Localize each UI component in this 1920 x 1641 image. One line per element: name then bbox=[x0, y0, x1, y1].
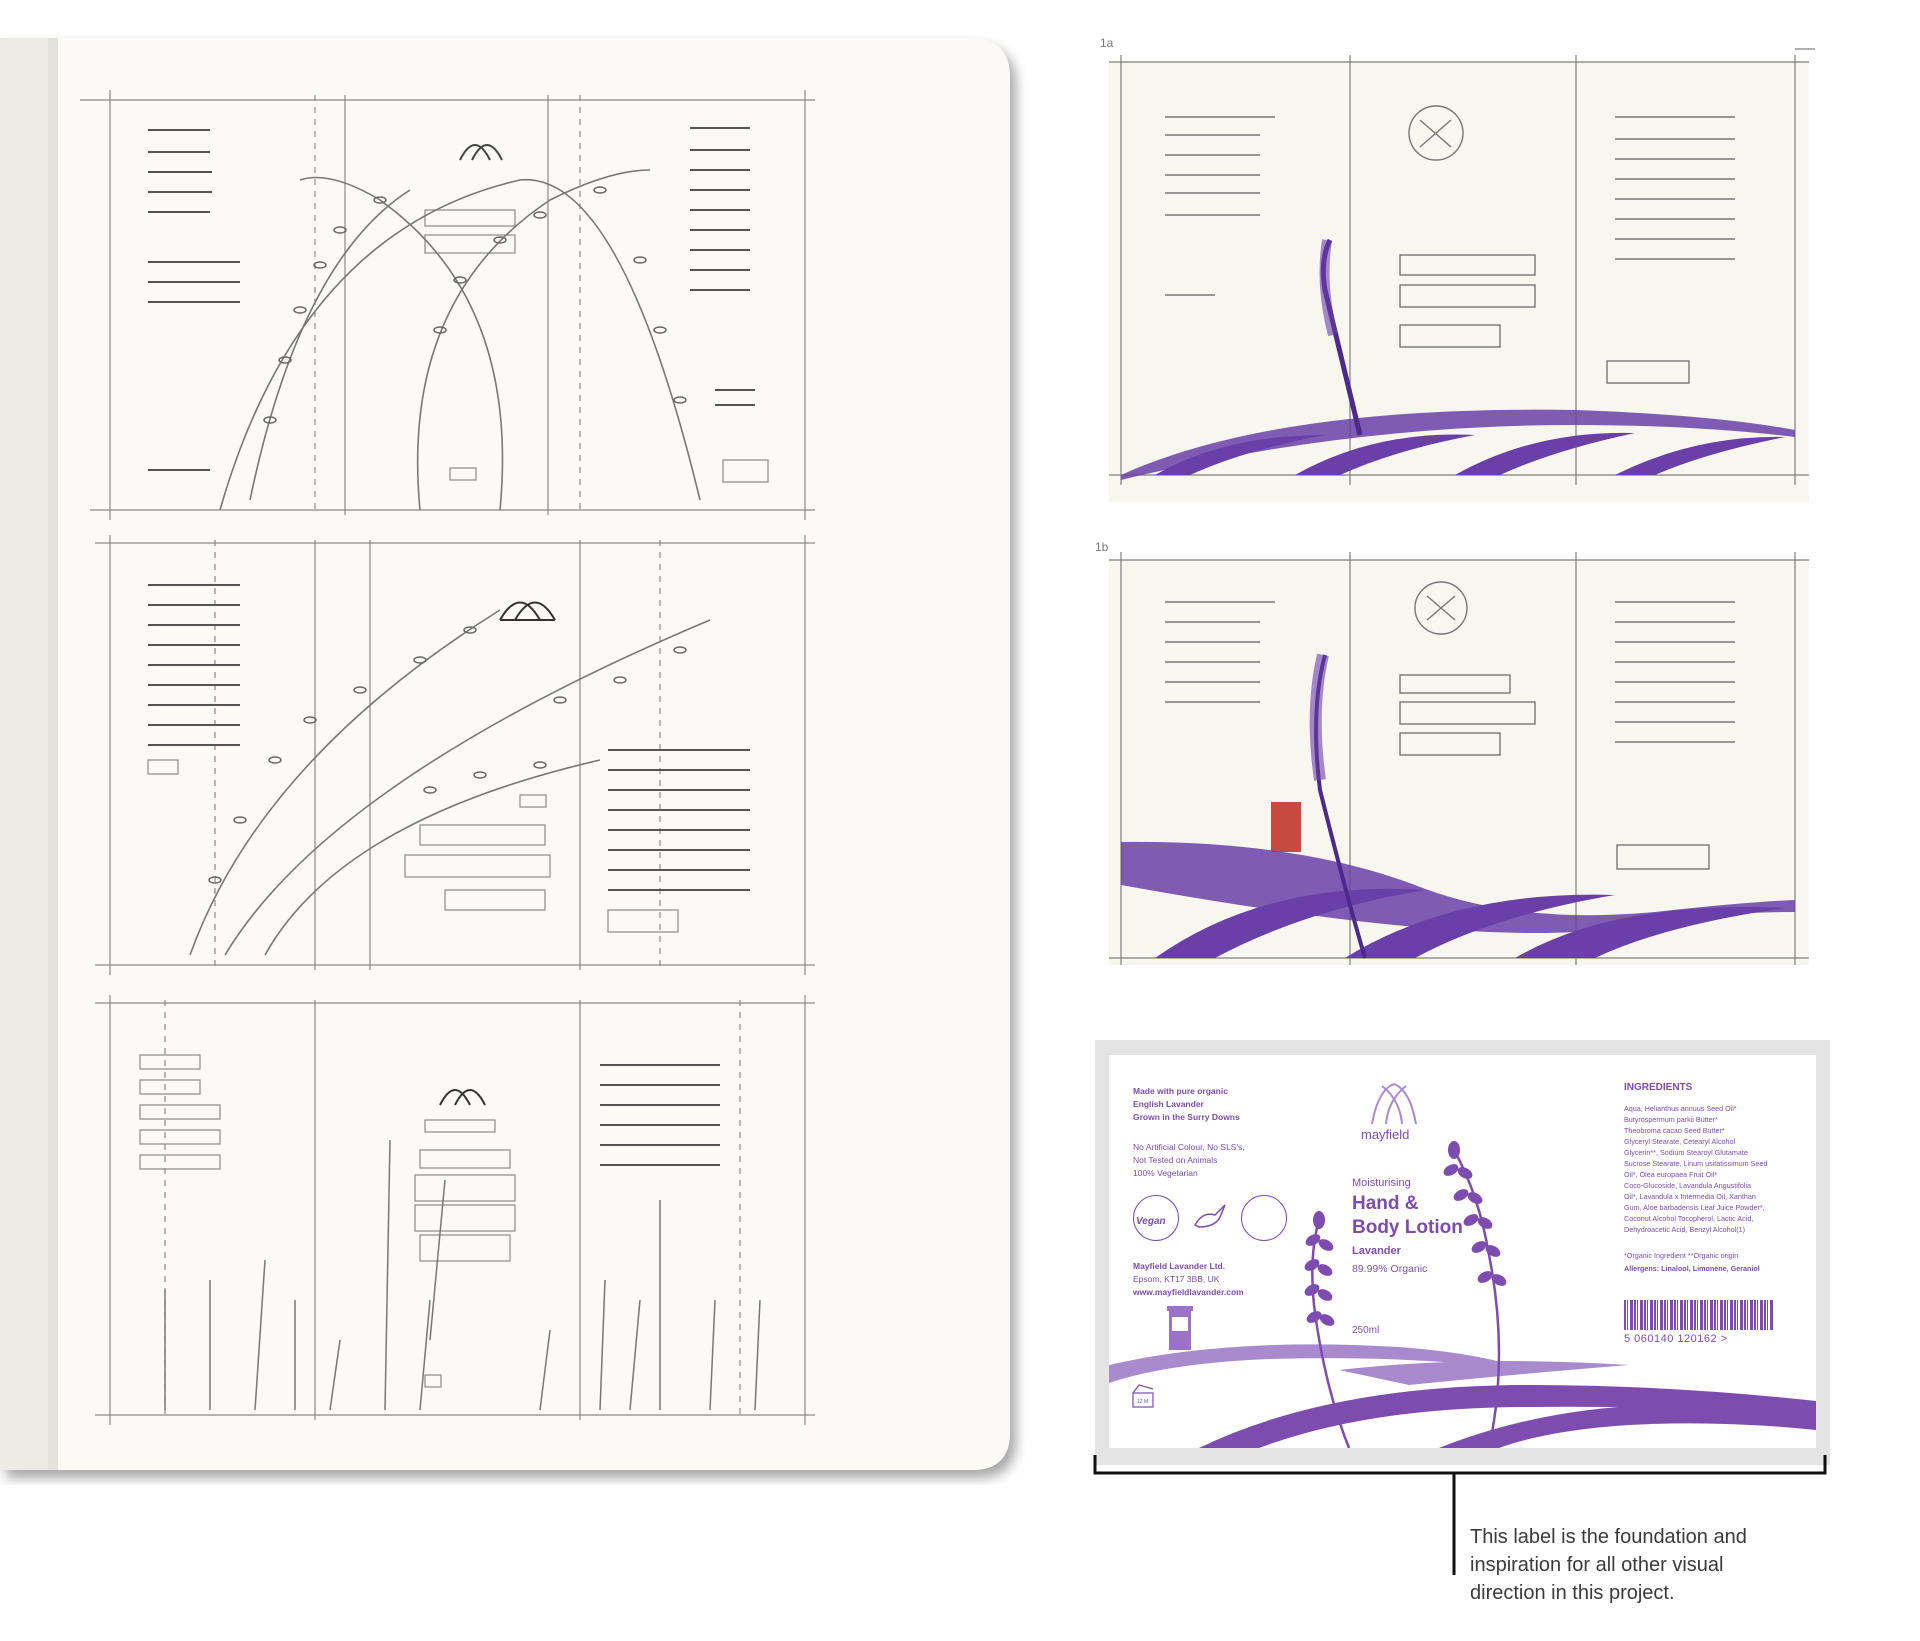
sketch-1a-drawing bbox=[1095, 35, 1825, 505]
sketch-1b bbox=[1095, 540, 1825, 970]
caption-text: This label is the foundation and inspira… bbox=[1470, 1523, 1890, 1607]
sketch-1a bbox=[1095, 35, 1825, 505]
soil-association-icon bbox=[1241, 1195, 1287, 1241]
sketchbook-page bbox=[0, 0, 1030, 1485]
ingredient-line: Aqua, Helianthus annuus Seed Oil* bbox=[1624, 1104, 1737, 1113]
claim-line-1: No Artificial Colour, No SLS's, bbox=[1133, 1142, 1245, 1152]
allergens-text: Allergens: Linalool, Limonene, Geraniol bbox=[1624, 1264, 1760, 1273]
phone-box-icon bbox=[1167, 1306, 1193, 1350]
title-line-1: Hand & bbox=[1352, 1193, 1419, 1214]
claim-line-3: 100% Vegetarian bbox=[1133, 1168, 1198, 1178]
sketch-1a-hills bbox=[1121, 409, 1795, 480]
address-town: Epsom, KT17 3BB, UK bbox=[1133, 1274, 1220, 1284]
moisturising-text: Moisturising bbox=[1352, 1177, 1411, 1189]
ingredients-list: Aqua, Helianthus annuus Seed Oil* Butyro… bbox=[1624, 1103, 1804, 1235]
label-artwork bbox=[1109, 1141, 1816, 1448]
ingredient-line: Coconut Alcohol Tocopherol, Lactic Acid, bbox=[1624, 1214, 1754, 1223]
label-face: Made with pure organic English Lavander … bbox=[1109, 1055, 1816, 1448]
sketch-1b-hills bbox=[1121, 841, 1795, 958]
sketch-1b-label: 1b bbox=[1095, 540, 1109, 554]
label-bracket bbox=[1093, 1455, 1827, 1575]
caption-line-2: inspiration for all other visual bbox=[1470, 1554, 1724, 1576]
organic-note: *Organic Ingredient **Organic origin bbox=[1624, 1251, 1739, 1260]
claim-line-2: Not Tested on Animals bbox=[1133, 1155, 1218, 1165]
barcode-number: 5 060140 120162 > bbox=[1624, 1333, 1728, 1345]
volume-text: 250ml bbox=[1352, 1325, 1380, 1336]
made-with-block: Made with pure organic English Lavander … bbox=[1133, 1085, 1303, 1124]
ingredient-line: Sucrose Stearate, Linum usitatissimum Se… bbox=[1624, 1159, 1768, 1168]
pao-text: 12 M bbox=[1137, 1399, 1149, 1405]
ingredient-line: Glyceryl Stearate, Cetearyl Alcohol bbox=[1624, 1137, 1736, 1146]
ingredient-line: Oil*, Lavandula x Intermedia Oil, Xantha… bbox=[1624, 1192, 1756, 1201]
ingredient-line: Coco-Glucoside, Lavandula Angustifolia bbox=[1624, 1181, 1752, 1190]
ingredient-line: Oil*, Olea europaea Fruit Oil* bbox=[1624, 1170, 1718, 1179]
claims-block: No Artificial Colour, No SLS's, Not Test… bbox=[1133, 1141, 1303, 1180]
sketch-phone-box bbox=[1271, 802, 1301, 852]
vegan-badge-icon bbox=[1133, 1195, 1179, 1241]
vegan-badge-text: Vegan bbox=[1136, 1216, 1166, 1227]
made-with-line-2: English Lavander bbox=[1133, 1099, 1204, 1109]
lavender-sprig-icon bbox=[1443, 1141, 1507, 1448]
variant-name: Lavander bbox=[1352, 1245, 1401, 1257]
sketch-row-1 bbox=[80, 90, 815, 520]
sketch-row-2 bbox=[95, 535, 815, 975]
made-with-line-3: Grown in the Surry Downs bbox=[1133, 1112, 1240, 1122]
pao-icon bbox=[1132, 1384, 1154, 1408]
brand-name: mayfield bbox=[1361, 1127, 1410, 1142]
ingredients-heading: INGREDIENTS bbox=[1624, 1082, 1693, 1093]
title-line-2: Body Lotion bbox=[1352, 1217, 1463, 1238]
sketch-1a-label: 1a bbox=[1100, 36, 1114, 50]
caption-line-3: direction in this project. bbox=[1470, 1582, 1675, 1604]
address-website[interactable]: www.mayfieldlavander.com bbox=[1133, 1287, 1244, 1297]
mayfield-logo-icon bbox=[1364, 1080, 1424, 1125]
caption-line-1: This label is the foundation and bbox=[1470, 1526, 1747, 1548]
lavender-sprig-icon bbox=[1304, 1211, 1351, 1448]
leaping-bunny-icon bbox=[1189, 1197, 1229, 1237]
ingredient-line: Glycerin**, Sodium Stearoyl Glutamate bbox=[1624, 1148, 1748, 1157]
sketch-row-3 bbox=[95, 995, 815, 1425]
address-company: Mayfield Lavander Ltd. bbox=[1133, 1261, 1226, 1271]
notebook-gutter bbox=[0, 38, 55, 1470]
organic-percentage: 89.99% Organic bbox=[1352, 1263, 1428, 1275]
ingredient-line: Theobroma cacao Seed Butter* bbox=[1624, 1126, 1725, 1135]
address-block: Mayfield Lavander Ltd. Epsom, KT17 3BB, … bbox=[1133, 1260, 1313, 1299]
sketchbook-drawing bbox=[0, 38, 1010, 1470]
final-label: Made with pure organic English Lavander … bbox=[1095, 1040, 1830, 1465]
notebook-gutter-shadow bbox=[48, 38, 58, 1470]
barcode bbox=[1624, 1300, 1774, 1330]
notebook-page-sheet bbox=[0, 38, 1010, 1470]
ingredient-line: Gum, Aloe barbadensis Leaf Juice Powder*… bbox=[1624, 1203, 1765, 1212]
sketch-1b-drawing bbox=[1095, 540, 1825, 970]
ingredient-line: Butyrospermum parkii Butter* bbox=[1624, 1115, 1718, 1124]
made-with-line-1: Made with pure organic bbox=[1133, 1086, 1228, 1096]
ingredient-line: Dehydroacetic Acid, Benzyl Alcohol(1) bbox=[1624, 1225, 1746, 1234]
